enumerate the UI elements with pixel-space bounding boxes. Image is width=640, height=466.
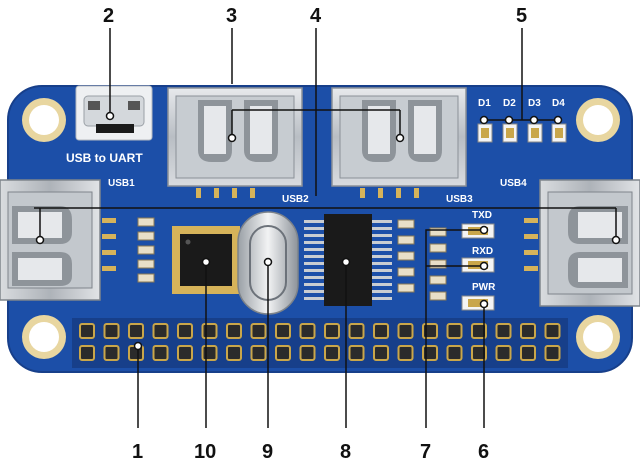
gpio-pin [103, 323, 120, 339]
callout-7: 7 [420, 441, 431, 463]
gpio-pin [128, 323, 144, 339]
gpio-pin [544, 345, 561, 361]
gpio-pin [422, 345, 438, 361]
micro-usb-port [75, 85, 153, 141]
usb3-label: USB3 [446, 194, 473, 205]
mounting-holes [22, 98, 620, 359]
passive-components-left [137, 217, 155, 283]
gpio-pin [275, 323, 291, 339]
gpio-pin [495, 323, 512, 339]
rxd-led [461, 257, 495, 273]
callout-5: 5 [516, 5, 527, 27]
usb2-label: USB2 [282, 194, 309, 205]
d1-label: D1 [478, 98, 491, 109]
gpio-pin [422, 323, 438, 339]
usb-status-leds [477, 123, 567, 143]
gpio-pin [373, 323, 389, 339]
pwr-label: PWR [472, 282, 496, 293]
usb1-label: USB1 [108, 178, 135, 189]
pwr-led [461, 295, 495, 311]
usb4-label: USB4 [500, 178, 527, 189]
gpio-pin [250, 345, 267, 361]
d3-label: D3 [528, 98, 541, 109]
gpio-pin [348, 323, 365, 339]
usb2-port [167, 87, 303, 187]
usb1-solder-pins [102, 218, 116, 271]
gpio-pin [373, 345, 389, 361]
callout-2: 2 [103, 5, 114, 27]
usb4-port [539, 179, 640, 307]
gpio-pin [201, 323, 218, 339]
rxd-label: RXD [472, 246, 493, 257]
gpio-pin [152, 323, 169, 339]
gpio-pin [520, 323, 536, 339]
gpio-pin [201, 345, 218, 361]
callout-10: 10 [194, 441, 216, 463]
gpio-pin [226, 323, 242, 339]
txd-led [461, 223, 495, 239]
callout-3: 3 [226, 5, 237, 27]
gpio-pin [152, 345, 169, 361]
gpio-40-pin-header [72, 318, 568, 368]
callout-4: 4 [310, 5, 322, 27]
usb1-port [0, 179, 101, 301]
passive-components-right [397, 219, 447, 301]
gpio-pin [299, 323, 316, 339]
gpio-pin [324, 323, 340, 339]
callout-leader-lines [34, 28, 617, 428]
callout-1: 1 [132, 441, 143, 463]
gpio-pin [79, 323, 95, 339]
gpio-pin [397, 345, 414, 361]
usb4-solder-pins [524, 218, 538, 271]
gpio-pin [177, 345, 193, 361]
gpio-pin [250, 323, 267, 339]
gpio-pin [324, 345, 340, 361]
txd-label: TXD [472, 210, 492, 221]
gpio-pin [397, 323, 414, 339]
callout-dots [35, 111, 621, 351]
gpio-pin [79, 345, 95, 361]
gpio-pin [495, 345, 512, 361]
gpio-pin [520, 345, 536, 361]
usb-to-uart-chip [300, 214, 396, 314]
d4-label: D4 [552, 98, 565, 109]
callout-9: 9 [262, 441, 273, 463]
callout-8: 8 [340, 441, 351, 463]
gpio-pin [446, 345, 463, 361]
gpio-pin [226, 345, 242, 361]
callout-6: 6 [478, 441, 489, 463]
gpio-pin [446, 323, 463, 339]
d2-label: D2 [503, 98, 516, 109]
gpio-pin [471, 323, 487, 339]
gpio-pin [348, 345, 365, 361]
gpio-pin [103, 345, 120, 361]
usb-solder-pins [196, 188, 419, 198]
gpio-pin [299, 345, 316, 361]
usb-to-uart-label: USB to UART [66, 151, 143, 165]
gpio-pin [177, 323, 193, 339]
gpio-pin [544, 323, 561, 339]
gpio-pin [471, 345, 487, 361]
gpio-pin [275, 345, 291, 361]
